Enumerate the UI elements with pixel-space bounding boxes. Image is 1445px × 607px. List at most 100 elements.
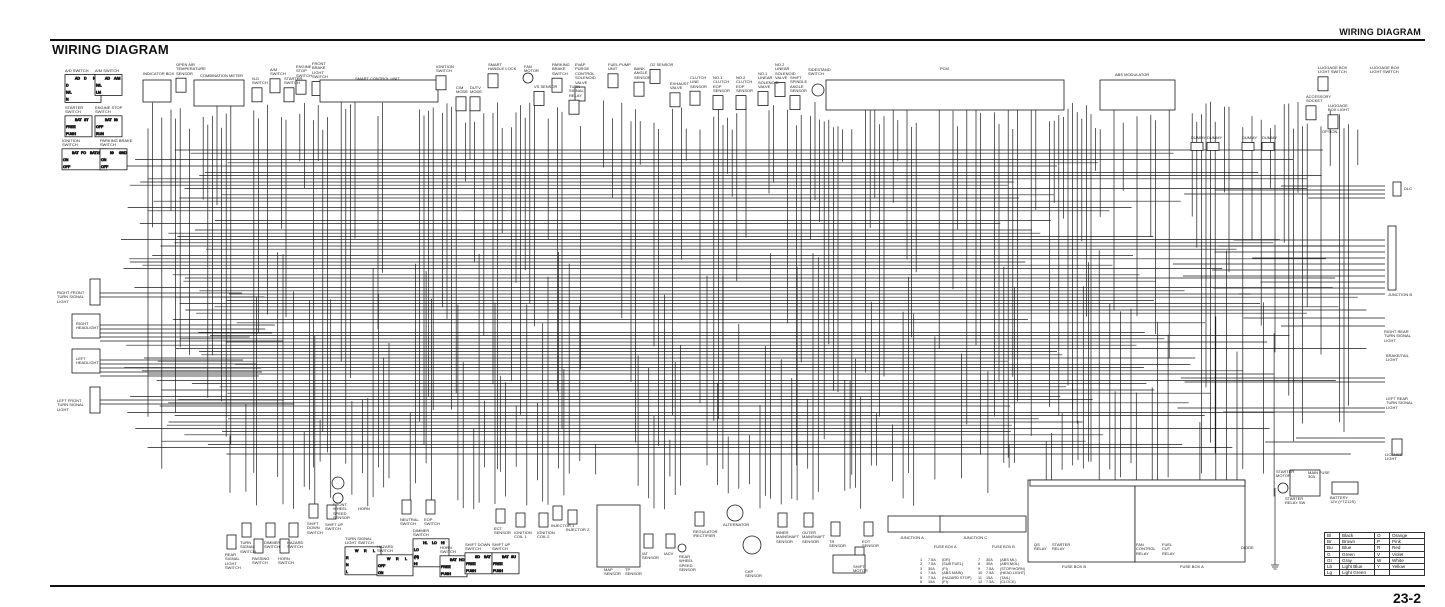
fuse-box-a-title: FUSE BOX A xyxy=(934,544,957,549)
eot-sensor-label: EOT SENSOR xyxy=(862,539,879,549)
fuse-amp: 30A xyxy=(986,562,993,567)
sidestand-switch-label: SIDESTAND SWITCH xyxy=(808,67,831,77)
legend-code2 xyxy=(1374,569,1390,577)
fuse-circuit: (ABS ML) xyxy=(1000,558,1017,563)
rear-wheel-speed-sensor-label: REAR WHEEL SPEED SENSOR xyxy=(679,554,696,573)
legend-name2 xyxy=(1389,569,1425,577)
page-number: 23-2 xyxy=(1392,590,1421,606)
wheel-speed-icon xyxy=(677,543,687,553)
horn-icon xyxy=(331,476,345,490)
vs-sensor-box xyxy=(533,91,545,106)
turn-signal-light-switch-table-label: TURN SIGNAL LIGHT SWITCH xyxy=(345,536,374,546)
fuse-amp: 15A xyxy=(986,575,993,580)
table-col-header: SD xyxy=(475,555,480,559)
qs-relay-label: QS RELAY xyxy=(1034,542,1047,552)
abs-modulator-box xyxy=(1099,79,1176,111)
alternator-icon xyxy=(726,504,744,522)
fuse-box-b-label-label: FUSE BOX B xyxy=(1062,564,1087,569)
table-row-header: OFF xyxy=(101,165,109,169)
injector-2-body xyxy=(567,509,578,525)
no1-linear-solenoid-box xyxy=(757,91,769,106)
fuse-no: 4 xyxy=(920,571,923,576)
fuse-circuit: (TAIL) xyxy=(1000,575,1011,580)
fuse-circuit: (FI) xyxy=(942,580,948,585)
table-col-header: BAT2 xyxy=(90,151,99,155)
luggage-box-light-label: LUGGAGE BOX LIGHT xyxy=(1328,103,1350,113)
dimmer-switch-body xyxy=(265,522,276,538)
table-col-header: L xyxy=(405,557,407,561)
starter-switch-table-grid xyxy=(64,115,93,138)
table-row-header: D xyxy=(66,83,69,87)
left-headlight-label: LEFT HEADLIGHT xyxy=(76,356,99,366)
table-row-header: OFF xyxy=(63,165,71,169)
junction-a-label: JUNCTION A xyxy=(900,535,924,540)
fuse-amp: 15A xyxy=(928,580,935,585)
brake-tail-light-label: BRAKE/TAIL LIGHT xyxy=(1386,353,1409,363)
table-row-header: FREE xyxy=(493,562,503,566)
fuse-amp: 7.5A xyxy=(986,566,994,571)
evap-purge-valve-label: EVAP PURGE CONTROL SOLENOID VALVE xyxy=(575,62,596,85)
accessory-socket-label: ACCESSORY SOCKET xyxy=(1306,94,1332,104)
table-row-header: LM xyxy=(96,90,101,94)
table-row-header: R xyxy=(346,556,349,560)
neutral-switch-label: NEUTRAL SWITCH xyxy=(400,517,419,527)
no1-clutch-eop-sensor-box xyxy=(712,95,724,110)
fuse-circuit: (DR) xyxy=(942,558,951,563)
engine-stop-switch-table-label: ENGINE STOP SWITCH xyxy=(95,105,123,115)
iat-sensor-label: IAT SENSOR xyxy=(642,551,659,561)
am-switch-label: A/M SWITCH xyxy=(270,67,286,77)
fuse-amp: 30A xyxy=(928,566,935,571)
dummy-4-box xyxy=(1261,141,1275,151)
dummy-2-label: DUMMY xyxy=(1207,135,1223,140)
turn-signal-light-switch-table-grid xyxy=(344,546,382,576)
outer-mainshaft-sensor-body xyxy=(803,512,814,528)
regulator-rectifier-label: REGULATOR /RECTIFIER xyxy=(693,529,718,539)
table-col-header: BAT xyxy=(105,118,113,122)
fuse-amp: 30A xyxy=(986,558,993,563)
fuse-amp: 7.5A xyxy=(986,571,994,576)
regulator-rectifier-body xyxy=(694,511,705,527)
table-row-header: PUSH xyxy=(466,569,476,573)
passing-switch-label: PASSING SWITCH xyxy=(252,556,270,566)
alternator-label: ALTERNATOR xyxy=(723,522,750,527)
ignition-coil-1-label: IGNITION COIL 1 xyxy=(514,530,532,540)
table-col-header: AD xyxy=(105,76,110,80)
battery-label: BATTERY 12V (YTZ12S) xyxy=(1330,495,1356,505)
turn-signal-relay-box xyxy=(568,99,580,115)
table-col-header: HI xyxy=(441,541,445,545)
starter-motor-label: STARTER MOTOR xyxy=(1276,469,1295,479)
fuse-no: 8 xyxy=(978,562,981,567)
option-label: OPTION xyxy=(1322,129,1338,134)
rear-signal-light-switch-label: REAR SIGNAL LIGHT SWITCH xyxy=(225,552,241,571)
starter-switch-box xyxy=(283,87,295,103)
table-col-header: R xyxy=(364,549,367,553)
inner-mainshaft-sensor-body xyxy=(777,512,788,528)
table-row-header: N/L xyxy=(96,83,102,87)
table-row-header: PUSH xyxy=(441,572,451,576)
fan-control-relay-label: FAN CONTROL RELAY xyxy=(1136,542,1156,556)
smart-control-unit-label: SMART CONTROL UNIT xyxy=(355,76,400,81)
dlc-label: DLC xyxy=(1404,186,1413,191)
ignition-coil-2-label: IGNITION COIL 2 xyxy=(537,530,555,540)
fuse-no: 3 xyxy=(920,566,923,571)
injector-1-body xyxy=(552,505,563,521)
table-row-header: OFF xyxy=(96,125,104,129)
horn-switch-table-label: HORN SWITCH xyxy=(440,545,456,555)
table-col-header: SU xyxy=(511,555,516,559)
starter-switch-label: STARTER SWITCH xyxy=(284,76,303,86)
no1-clutch-eop-sensor-label: NO.1 CLUTCH EOP SENSOR xyxy=(713,75,730,94)
dummy-3-label: DUMMY xyxy=(1242,135,1258,140)
shift-spindle-angle-sensor-label: SHIFT SPINDLE ANGLE SENSOR xyxy=(790,75,808,94)
fuse-circuit: (ABS MAIN) xyxy=(942,571,963,576)
bank-angle-sensor-box xyxy=(633,81,645,97)
horn-label: HORN xyxy=(358,506,370,511)
fuse-circuit: (SUB FUEL) xyxy=(942,562,964,567)
neutral-switch-body xyxy=(401,499,412,515)
legend-name: Light Green xyxy=(1339,569,1375,577)
